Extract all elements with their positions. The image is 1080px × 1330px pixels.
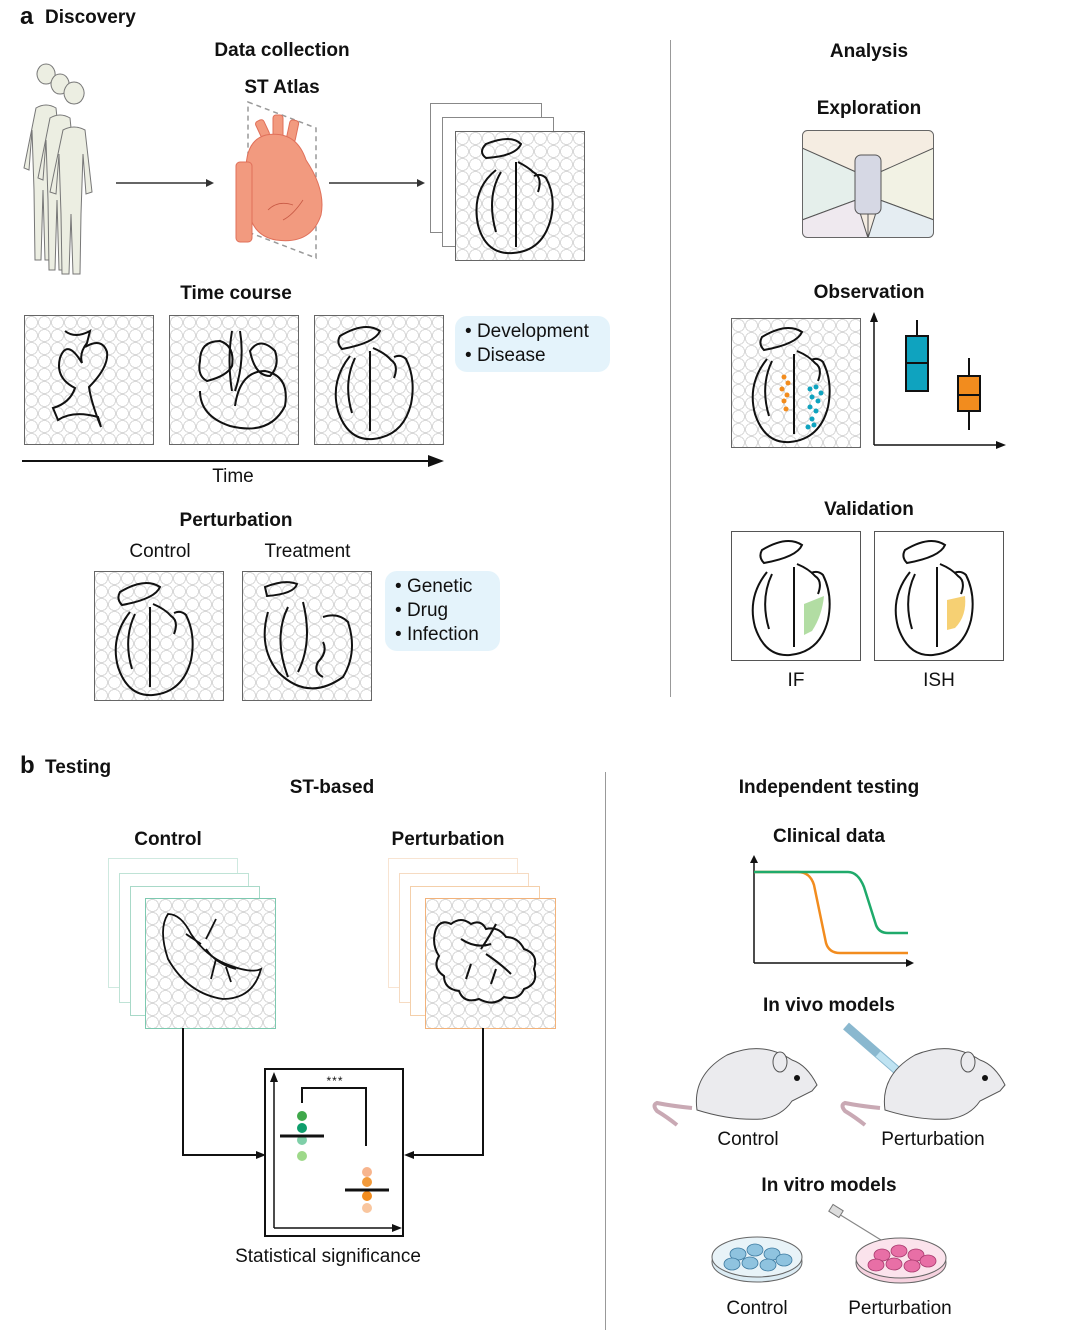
- heart-with-spots-icon: [751, 327, 831, 444]
- in-vitro-control-label: Control: [726, 1298, 788, 1319]
- diseased-tissue-outline-icon: [433, 919, 537, 1004]
- perturbation-mouse-icon: [840, 1022, 1006, 1127]
- perturbation-points: [362, 1167, 372, 1213]
- data-collection-heading: Data collection: [214, 40, 350, 61]
- panel-a-title: Discovery: [45, 7, 136, 28]
- in-vivo-perturbation-label: Perturbation: [881, 1129, 985, 1150]
- heart-if-stain-icon: [751, 540, 831, 657]
- observation-heading: Observation: [813, 282, 925, 303]
- flow-connectors: [182, 1028, 484, 1159]
- ish-label: ISH: [923, 670, 955, 691]
- control-slide: [94, 571, 224, 701]
- st-based-heading: ST-based: [289, 777, 375, 798]
- observation-slide: [731, 318, 861, 448]
- section-divider: [605, 772, 606, 1330]
- in-vivo-control-label: Control: [717, 1129, 779, 1150]
- boxplot-teal: [905, 320, 929, 392]
- perturbation-petri-dish-icon: [828, 1203, 947, 1284]
- if-validation-slide: [731, 531, 861, 661]
- diseased-heart-outline-icon: [263, 581, 353, 690]
- control-petri-dish-icon: [711, 1236, 803, 1283]
- panel-a-letter: a: [20, 3, 34, 30]
- treatment-label: Treatment: [264, 541, 351, 562]
- human-cohort-icon: [23, 63, 93, 275]
- if-label: IF: [787, 670, 805, 691]
- heart-section-outline-icon: [114, 582, 194, 697]
- note-item: Drug: [395, 599, 490, 623]
- control-mouse-icon: [652, 1048, 818, 1127]
- exploration-viewer-icon: [802, 130, 934, 238]
- time-course-slide-late: [314, 315, 444, 445]
- validation-heading: Validation: [824, 499, 914, 520]
- exploration-heading: Exploration: [816, 98, 922, 119]
- control-label: Control: [129, 541, 191, 562]
- boxplot-chart: [870, 312, 1006, 449]
- independent-testing-heading: Independent testing: [738, 777, 920, 798]
- analysis-heading: Analysis: [829, 41, 909, 62]
- perturbation-heading: Perturbation: [179, 510, 293, 531]
- st-perturbation-heading: Perturbation: [391, 829, 505, 850]
- arrow-right-icon: [116, 179, 214, 187]
- in-vitro-heading: In vitro models: [761, 1175, 897, 1196]
- heart-looping-outline-icon: [198, 330, 287, 430]
- panel-b-letter: b: [20, 752, 35, 779]
- heart-section-slide: [455, 131, 585, 261]
- treatment-slide: [242, 571, 372, 701]
- time-axis-arrow: [22, 455, 444, 467]
- perturbation-notes: Genetic Drug Infection: [385, 571, 500, 651]
- control-section-slide: [145, 898, 276, 1029]
- heart-atlas-icon: [235, 100, 323, 260]
- statistical-comparison-chart: [264, 1068, 404, 1237]
- heart-section-outline-icon: [475, 138, 554, 255]
- ish-validation-slide: [874, 531, 1004, 661]
- time-course-slide-early: [24, 315, 154, 445]
- heart-tube-outline-icon: [51, 329, 109, 428]
- perturbation-section-slide: [425, 898, 556, 1029]
- perturbation-survival-curve: [754, 870, 908, 955]
- time-axis-label: Time: [212, 466, 254, 487]
- note-item: Infection: [395, 623, 490, 647]
- panel-b-title: Testing: [45, 757, 112, 778]
- control-survival-curve: [754, 870, 908, 935]
- in-vitro-perturbation-label: Perturbation: [848, 1298, 952, 1319]
- section-divider: [670, 40, 671, 697]
- time-course-notes: Development Disease: [455, 316, 610, 372]
- note-item: Disease: [465, 344, 600, 368]
- time-course-slide-mid: [169, 315, 299, 445]
- normal-tissue-outline-icon: [162, 913, 263, 1000]
- note-item: Development: [465, 320, 600, 344]
- in-vivo-heading: In vivo models: [763, 995, 895, 1016]
- note-item: Genetic: [395, 575, 490, 599]
- clinical-data-heading: Clinical data: [773, 826, 885, 847]
- heart-section-outline-icon: [334, 326, 414, 441]
- statistical-significance-label: Statistical significance: [235, 1246, 421, 1267]
- boxplot-orange: [957, 358, 981, 430]
- time-course-heading: Time course: [180, 283, 292, 304]
- st-atlas-heading: ST Atlas: [244, 77, 320, 98]
- st-control-heading: Control: [134, 829, 202, 850]
- heart-ish-stain-icon: [894, 540, 974, 657]
- survival-curve-chart: [750, 855, 914, 967]
- pipette-icon: [828, 1203, 882, 1241]
- significance-marker: ***: [326, 1074, 344, 1088]
- arrow-right-icon: [329, 179, 425, 187]
